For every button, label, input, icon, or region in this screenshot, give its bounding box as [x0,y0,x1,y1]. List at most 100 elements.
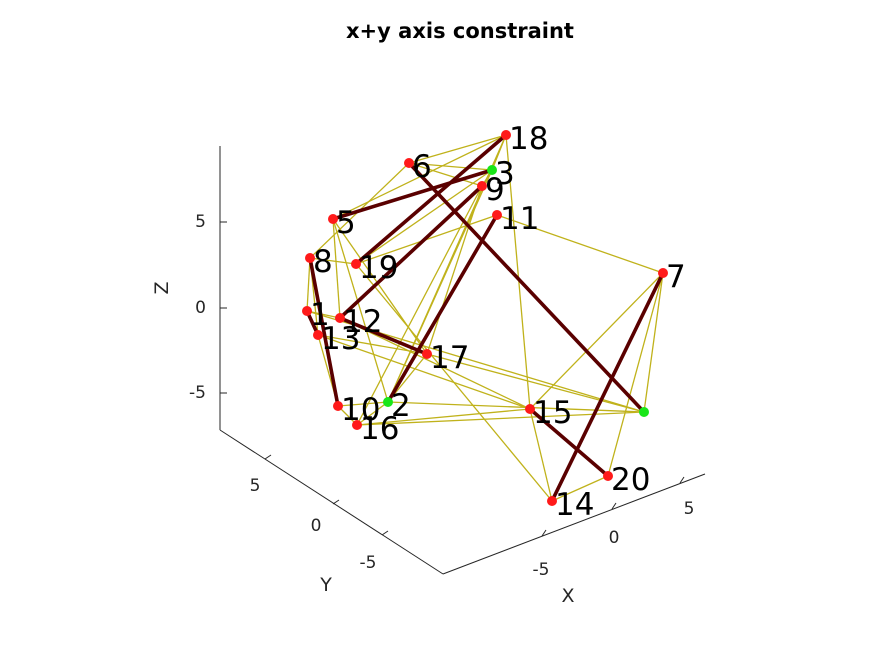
heavy-edge-18-19 [354,133,508,266]
y-tick [264,454,272,460]
z-axis-label: Z [151,281,173,294]
light-edge-14-20 [551,475,609,502]
x-axis-line [442,473,706,575]
x-tick-label: 5 [684,499,695,519]
node-6 [404,158,414,168]
light-edge-5-2 [332,218,389,403]
x-tick [541,529,547,537]
heavy-edge-6-4 [407,161,646,414]
heavy-edge-15-20 [528,407,610,478]
light-edge-3-19 [355,169,493,265]
heavy-edge-9-12 [338,184,484,320]
y-tick-label: 5 [250,476,261,496]
light-edge-5-12 [332,218,341,319]
light-edge-20-7 [607,272,664,477]
node-15 [525,404,535,414]
y-tick-label: -5 [360,553,377,573]
light-edge-13-15 [317,334,531,410]
x-tick-label: 0 [609,528,620,548]
heavy-edge-7-14 [550,271,665,503]
light-edge-15-7 [529,272,664,410]
node-7 [658,268,668,278]
chart-title: x+y axis constraint [346,19,574,43]
node-10 [333,401,343,411]
y-axis-label: Y [319,574,332,596]
y-axis-line [219,429,444,575]
node-label-10: 10 [341,392,380,428]
node-label-15: 15 [533,395,572,431]
light-edge-8-1 [306,257,311,312]
y-tick [381,530,389,536]
heavy-edge-5-3 [331,168,494,221]
node-5 [328,214,338,224]
z-tick-label: 5 [195,212,206,232]
z-tick-label: 0 [195,298,206,318]
node-19 [351,259,361,269]
node-label-3: 3 [495,156,515,192]
node-label-18: 18 [509,121,548,157]
z-tick-label: -5 [189,383,206,403]
light-edge-8-19 [309,257,357,265]
axes: 5 0 -5 5 0 -5 -5 0 5 Z Y X [151,146,706,607]
node-4 [639,407,649,417]
node-label-7: 7 [666,259,686,295]
light-edge-6-3 [408,162,493,171]
light-edge-10-2 [337,401,389,407]
light-edge-2-4 [387,401,645,413]
x-axis-label: X [561,585,574,607]
node-12 [335,313,345,323]
x-tick [679,476,685,484]
light-edge-15-14 [529,408,553,502]
node-2 [383,397,393,407]
light-edge-16-15 [356,408,531,426]
node-3 [487,165,497,175]
graph-nodes [302,130,668,506]
light-edge-9-17 [426,185,483,355]
light-edge-6-18 [408,134,507,164]
node-label-9: 9 [485,172,505,208]
node-label-16: 16 [360,411,399,447]
node-14 [547,496,557,506]
heavy-edges [305,133,665,503]
node-16 [352,420,362,430]
light-edge-7-4 [643,272,664,413]
node-8 [305,253,315,263]
node-label-1: 1 [310,297,330,333]
light-edge-9-16 [356,185,483,426]
heavy-edge-8-10 [308,256,340,408]
node-9 [477,181,487,191]
node-18 [501,130,511,140]
x-tick-label: -5 [533,560,550,580]
light-edge-17-4 [426,353,645,413]
node-label-13: 13 [321,321,360,357]
node-1 [302,306,312,316]
node-label-20: 20 [611,462,650,498]
y-tick-label: 0 [311,516,322,536]
node-label-14: 14 [555,487,594,523]
light-edge-18-15 [505,134,531,410]
node-label-11: 11 [500,201,539,237]
light-edge-18-5 [332,134,507,220]
light-edge-12-15 [339,317,531,410]
node-label-6: 6 [412,149,432,185]
x-tick [611,502,617,510]
light-edge-11-7 [496,214,664,274]
node-label-5: 5 [336,205,356,241]
node-11 [492,210,502,220]
y-tick [332,499,340,505]
node-label-12: 12 [343,304,382,340]
node-13 [313,330,323,340]
light-edge-6-9 [408,162,483,187]
node-17 [422,349,432,359]
node-label-17: 17 [430,340,469,376]
node-label-8: 8 [313,244,333,280]
node-20 [603,471,613,481]
node-label-2: 2 [391,388,411,424]
light-edge-2-16 [356,401,389,426]
heavy-edge-12-17 [338,316,429,356]
heavy-edge-11-2 [386,213,499,404]
light-edges [306,134,664,502]
